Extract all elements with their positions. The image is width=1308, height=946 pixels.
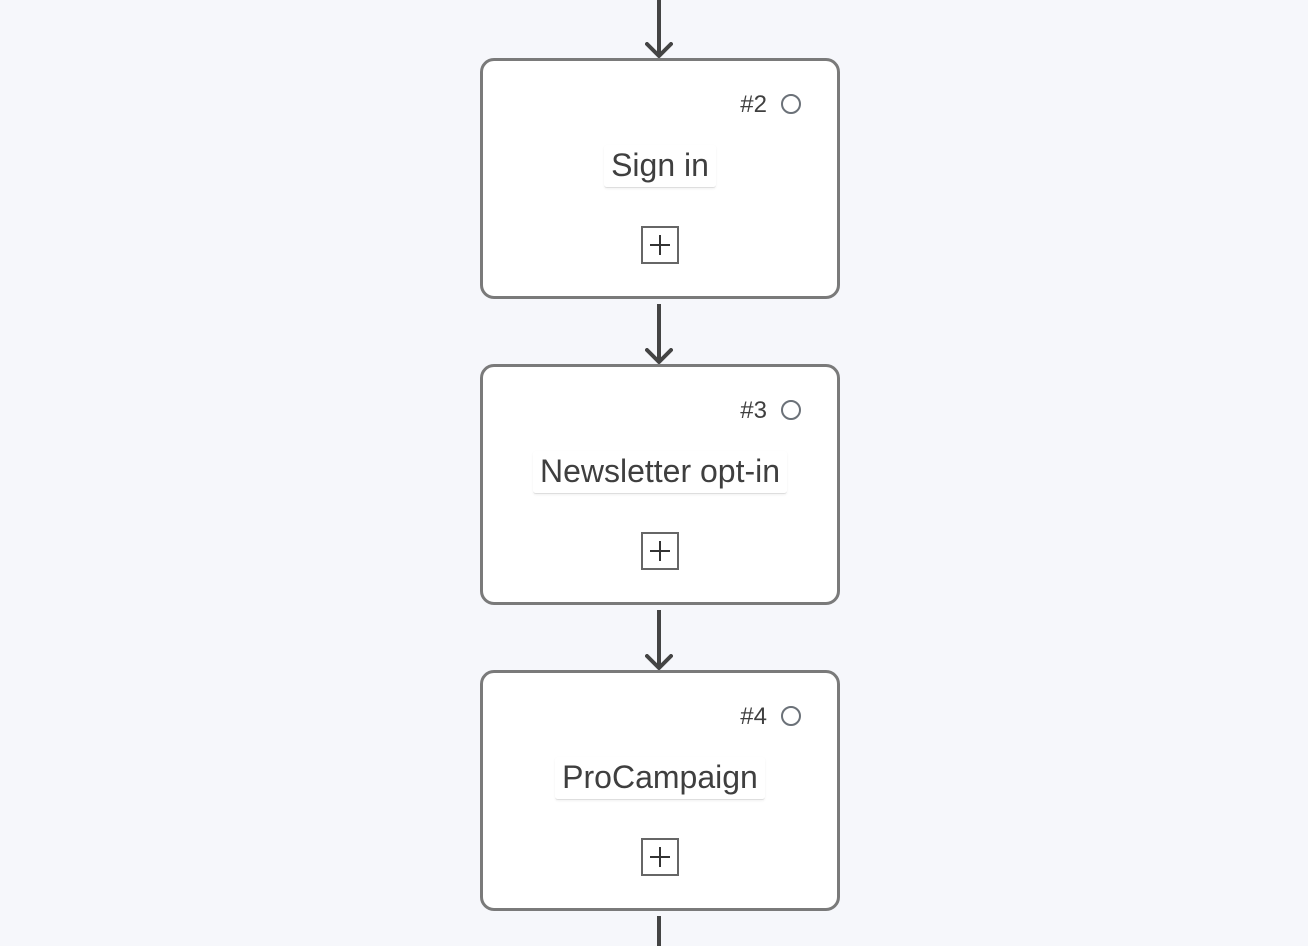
add-step-button[interactable] (641, 226, 679, 264)
arrow-head-icon (645, 654, 673, 670)
node-title[interactable]: Sign in (604, 145, 716, 188)
arrow-head-icon (645, 348, 673, 364)
node-title[interactable]: ProCampaign (555, 757, 765, 800)
node-title[interactable]: Newsletter opt-in (532, 451, 788, 494)
node-number: #4 (740, 703, 767, 730)
flow-node[interactable]: #3 Newsletter opt-in (480, 364, 840, 605)
connector-bottom (657, 916, 661, 946)
flow-node[interactable]: #4 ProCampaign (480, 670, 840, 911)
connector (657, 610, 661, 666)
connector (657, 304, 661, 360)
flow-node[interactable]: #2 Sign in (480, 58, 840, 299)
connector-top (657, 0, 661, 54)
node-number: #3 (740, 397, 767, 424)
node-number: #2 (740, 91, 767, 118)
node-select-radio[interactable] (781, 400, 801, 420)
arrow-head-icon (645, 42, 673, 58)
add-step-button[interactable] (641, 838, 679, 876)
node-select-radio[interactable] (781, 706, 801, 726)
node-select-radio[interactable] (781, 94, 801, 114)
add-step-button[interactable] (641, 532, 679, 570)
